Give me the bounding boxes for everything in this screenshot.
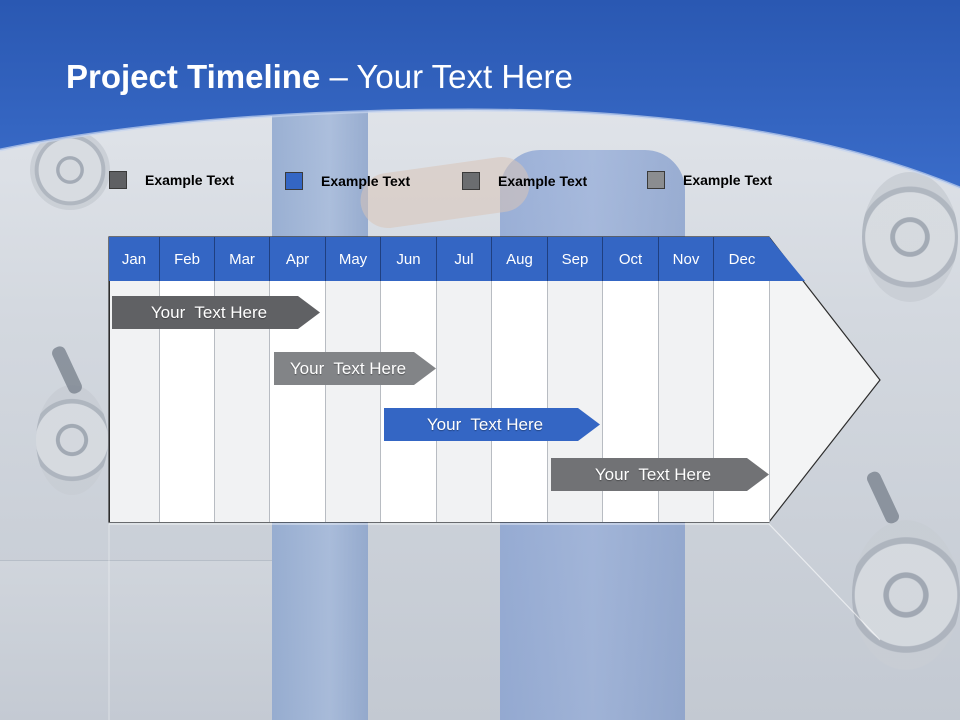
- background-wheel: [36, 385, 108, 495]
- task-bar: Your Text Here: [112, 296, 320, 329]
- month-header-jul: Jul: [437, 237, 492, 281]
- month-header-feb: Feb: [160, 237, 215, 281]
- month-header-mar: Mar: [215, 237, 270, 281]
- legend-label: Example Text: [683, 172, 773, 188]
- month-column: [381, 281, 437, 522]
- legend-item: Example Text: [109, 170, 234, 190]
- month-header-oct: Oct: [603, 237, 659, 281]
- background-machine-panel: [0, 560, 272, 720]
- legend-label: Example Text: [145, 172, 235, 188]
- slide-title-rest: – Your Text Here: [320, 58, 573, 95]
- legend-item: Example Text: [462, 171, 587, 191]
- legend-label: Example Text: [498, 173, 588, 189]
- slide-title: Project Timeline – Your Text Here: [66, 58, 573, 96]
- month-header-sep: Sep: [548, 237, 603, 281]
- month-column: [492, 281, 548, 522]
- legend-swatch: [462, 172, 480, 190]
- task-label: Your Text Here: [289, 358, 407, 378]
- month-column: [437, 281, 492, 522]
- header-band: [0, 0, 960, 190]
- month-header-dec: Dec: [714, 237, 770, 281]
- task-label: Your Text Here: [594, 464, 712, 484]
- background-wheel: [852, 520, 960, 670]
- task-bar: Your Text Here: [274, 352, 436, 385]
- month-header-nov: Nov: [659, 237, 714, 281]
- legend-swatch: [285, 172, 303, 190]
- task-label: Your Text Here: [150, 302, 268, 322]
- month-column: [326, 281, 381, 522]
- legend-item: Example Text: [647, 170, 772, 190]
- task-bar: Your Text Here: [551, 458, 769, 491]
- legend-item: Example Text: [285, 171, 410, 191]
- legend-swatch: [109, 171, 127, 189]
- legend-swatch: [647, 171, 665, 189]
- legend-label: Example Text: [321, 173, 411, 189]
- background-wheel: [30, 130, 110, 210]
- task-label: Your Text Here: [426, 414, 544, 434]
- task-bar: Your Text Here: [384, 408, 600, 441]
- month-header-aug: Aug: [492, 237, 548, 281]
- background-wheel: [862, 172, 958, 302]
- month-header-jan: Jan: [109, 237, 160, 281]
- month-header-apr: Apr: [270, 237, 326, 281]
- slide-title-bold: Project Timeline: [66, 58, 321, 95]
- month-header-jun: Jun: [381, 237, 437, 281]
- month-header-may: May: [326, 237, 381, 281]
